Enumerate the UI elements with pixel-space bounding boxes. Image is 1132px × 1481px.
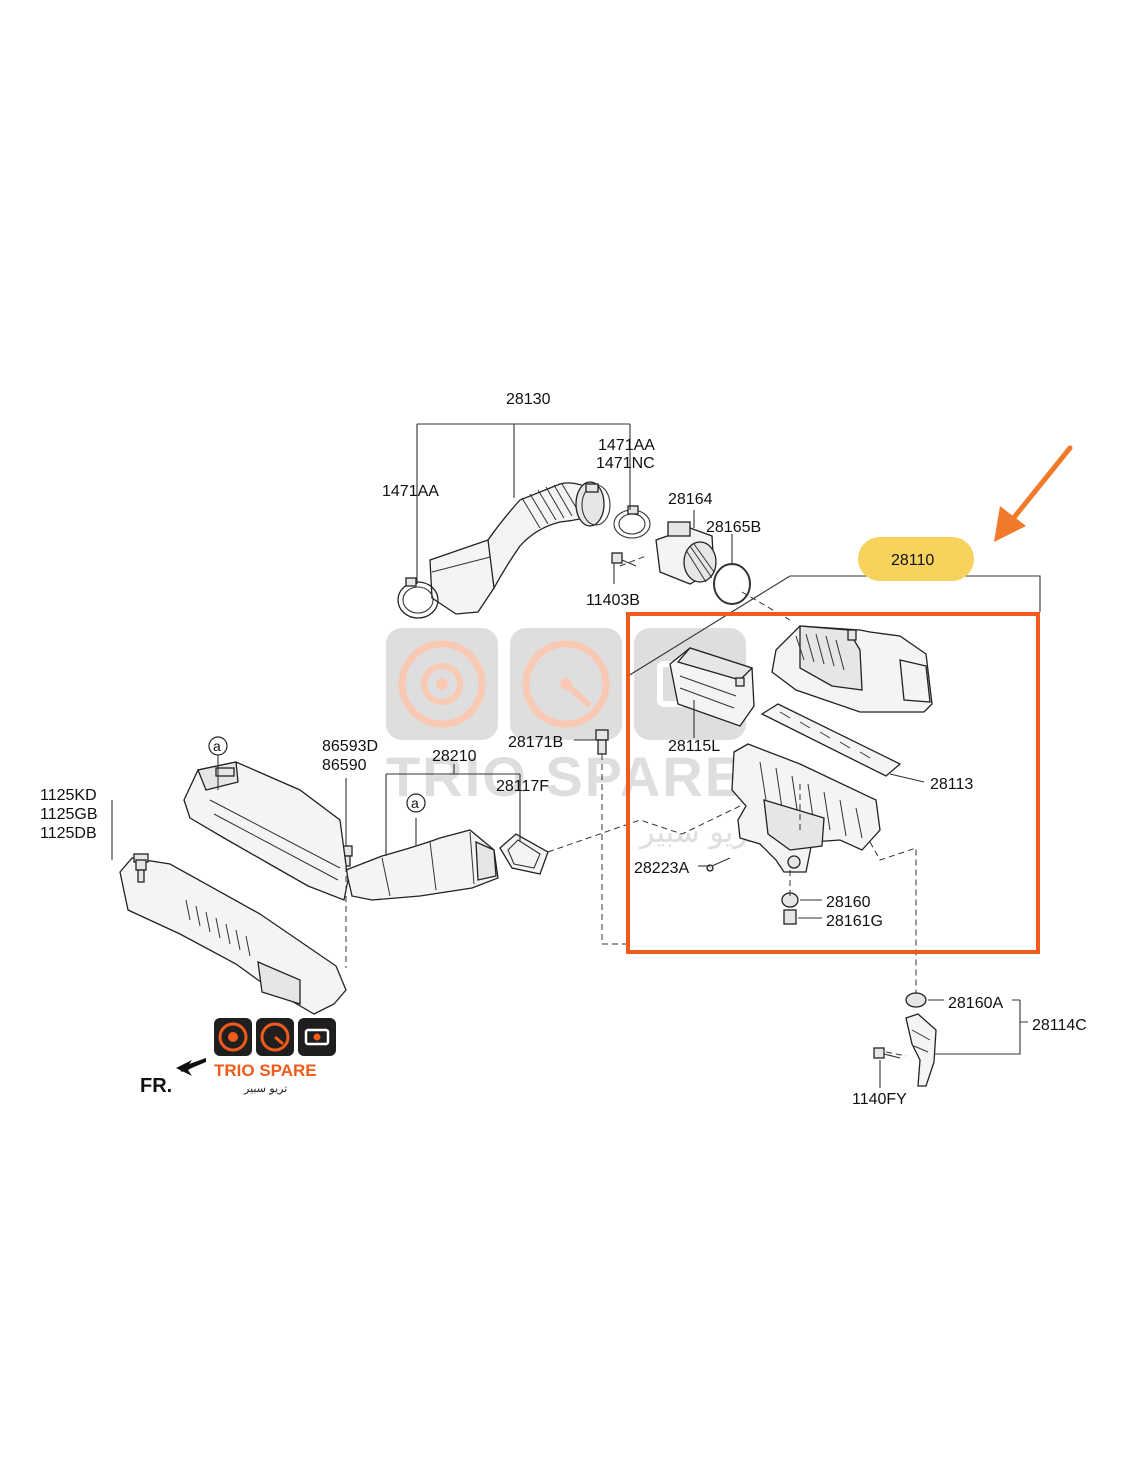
label-28165b: 28165B [706, 519, 761, 536]
ref-a-1-text: a [213, 738, 221, 754]
direction-arrow-icon [1009, 445, 1073, 523]
part-hose-clamp-left [397, 577, 439, 619]
part-bolt-11403b [611, 552, 637, 567]
speedometer-icon [256, 1018, 294, 1056]
label-11403b: 11403B [586, 592, 640, 609]
label-1471aa-left: 1471AA [382, 483, 439, 500]
label-28171b: 28171B [508, 734, 563, 751]
label-28113: 28113 [930, 776, 973, 793]
label-28223a: 28223A [634, 860, 689, 877]
brake-disc-icon [386, 628, 498, 740]
part-bushing-28161g [783, 909, 797, 925]
highlight-box-air-cleaner [626, 612, 1040, 954]
logo-arabic: تريو سبير [243, 1082, 287, 1095]
part-bolt-1140fy [873, 1047, 901, 1059]
watermark-brand: TRIO SPARE [386, 745, 744, 808]
label-28117f: 28117F [496, 778, 549, 795]
part-labels: 28130 1471AA 1471AA 1471NC 28164 28165B … [40, 391, 1087, 1108]
label-86590: 86590 [322, 757, 367, 774]
leader-lines [111, 423, 1041, 1088]
label-86593d: 86593D [322, 738, 378, 755]
part-screw-28223a [706, 857, 731, 872]
label-28114c: 28114C [1032, 1017, 1087, 1034]
label-1125kd: 1125KD [40, 787, 97, 804]
label-28130: 28130 [506, 391, 551, 408]
label-28164: 28164 [668, 491, 713, 508]
brake-disc-icon [214, 1018, 252, 1056]
part-air-cleaner-case [731, 743, 881, 873]
part-bolt-28171b [595, 729, 609, 755]
part-badge-28110 [858, 537, 974, 581]
part-o-ring-28165b [713, 563, 751, 605]
speedometer-icon [510, 628, 622, 740]
part-bracket-28114c [905, 992, 937, 1087]
ref-a-2-text: a [411, 795, 419, 811]
part-intake-duct-28210 [345, 829, 499, 901]
label-28110: 28110 [891, 552, 934, 569]
label-28115l: 28115L [668, 738, 720, 755]
part-air-cleaner-cover [771, 625, 933, 713]
part-air-intake-hose-28130 [429, 481, 605, 615]
label-1471nc: 1471NC [596, 455, 655, 472]
part-air-duct-lower [119, 853, 347, 1015]
label-1140fy: 1140FY [852, 1091, 907, 1108]
label-28210: 28210 [432, 748, 477, 765]
front-arrow-shaft [178, 1058, 206, 1072]
part-bolt-1125kd [135, 859, 147, 883]
dashed-connectors [345, 555, 917, 1057]
part-filter-element-28113 [760, 703, 902, 777]
ref-circle-a-1 [208, 736, 228, 756]
part-hose-clamp-top [581, 483, 611, 526]
label-28160: 28160 [826, 894, 871, 911]
part-air-guide-upper [183, 761, 349, 901]
label-1471aa-right: 1471AA [598, 437, 655, 454]
front-direction-label: FR. [140, 1075, 172, 1097]
logo-brand: TRIO SPARE [214, 1061, 317, 1080]
engine-icon [298, 1018, 336, 1056]
part-air-flow-sensor-28164 [655, 521, 717, 585]
label-28160a: 28160A [948, 995, 1003, 1012]
ref-circle-a-2 [406, 793, 426, 813]
trio-spare-logo: TRIO SPARE تريو سبير [214, 1018, 336, 1095]
part-gasket-28117f [499, 833, 549, 875]
label-1125db: 1125DB [40, 825, 97, 842]
label-28161g: 28161G [826, 913, 883, 930]
arrow-head [994, 506, 1026, 542]
part-hose-clamp-right [613, 505, 651, 539]
label-1125gb: 1125GB [40, 806, 98, 823]
part-cover-28115l [669, 647, 755, 727]
